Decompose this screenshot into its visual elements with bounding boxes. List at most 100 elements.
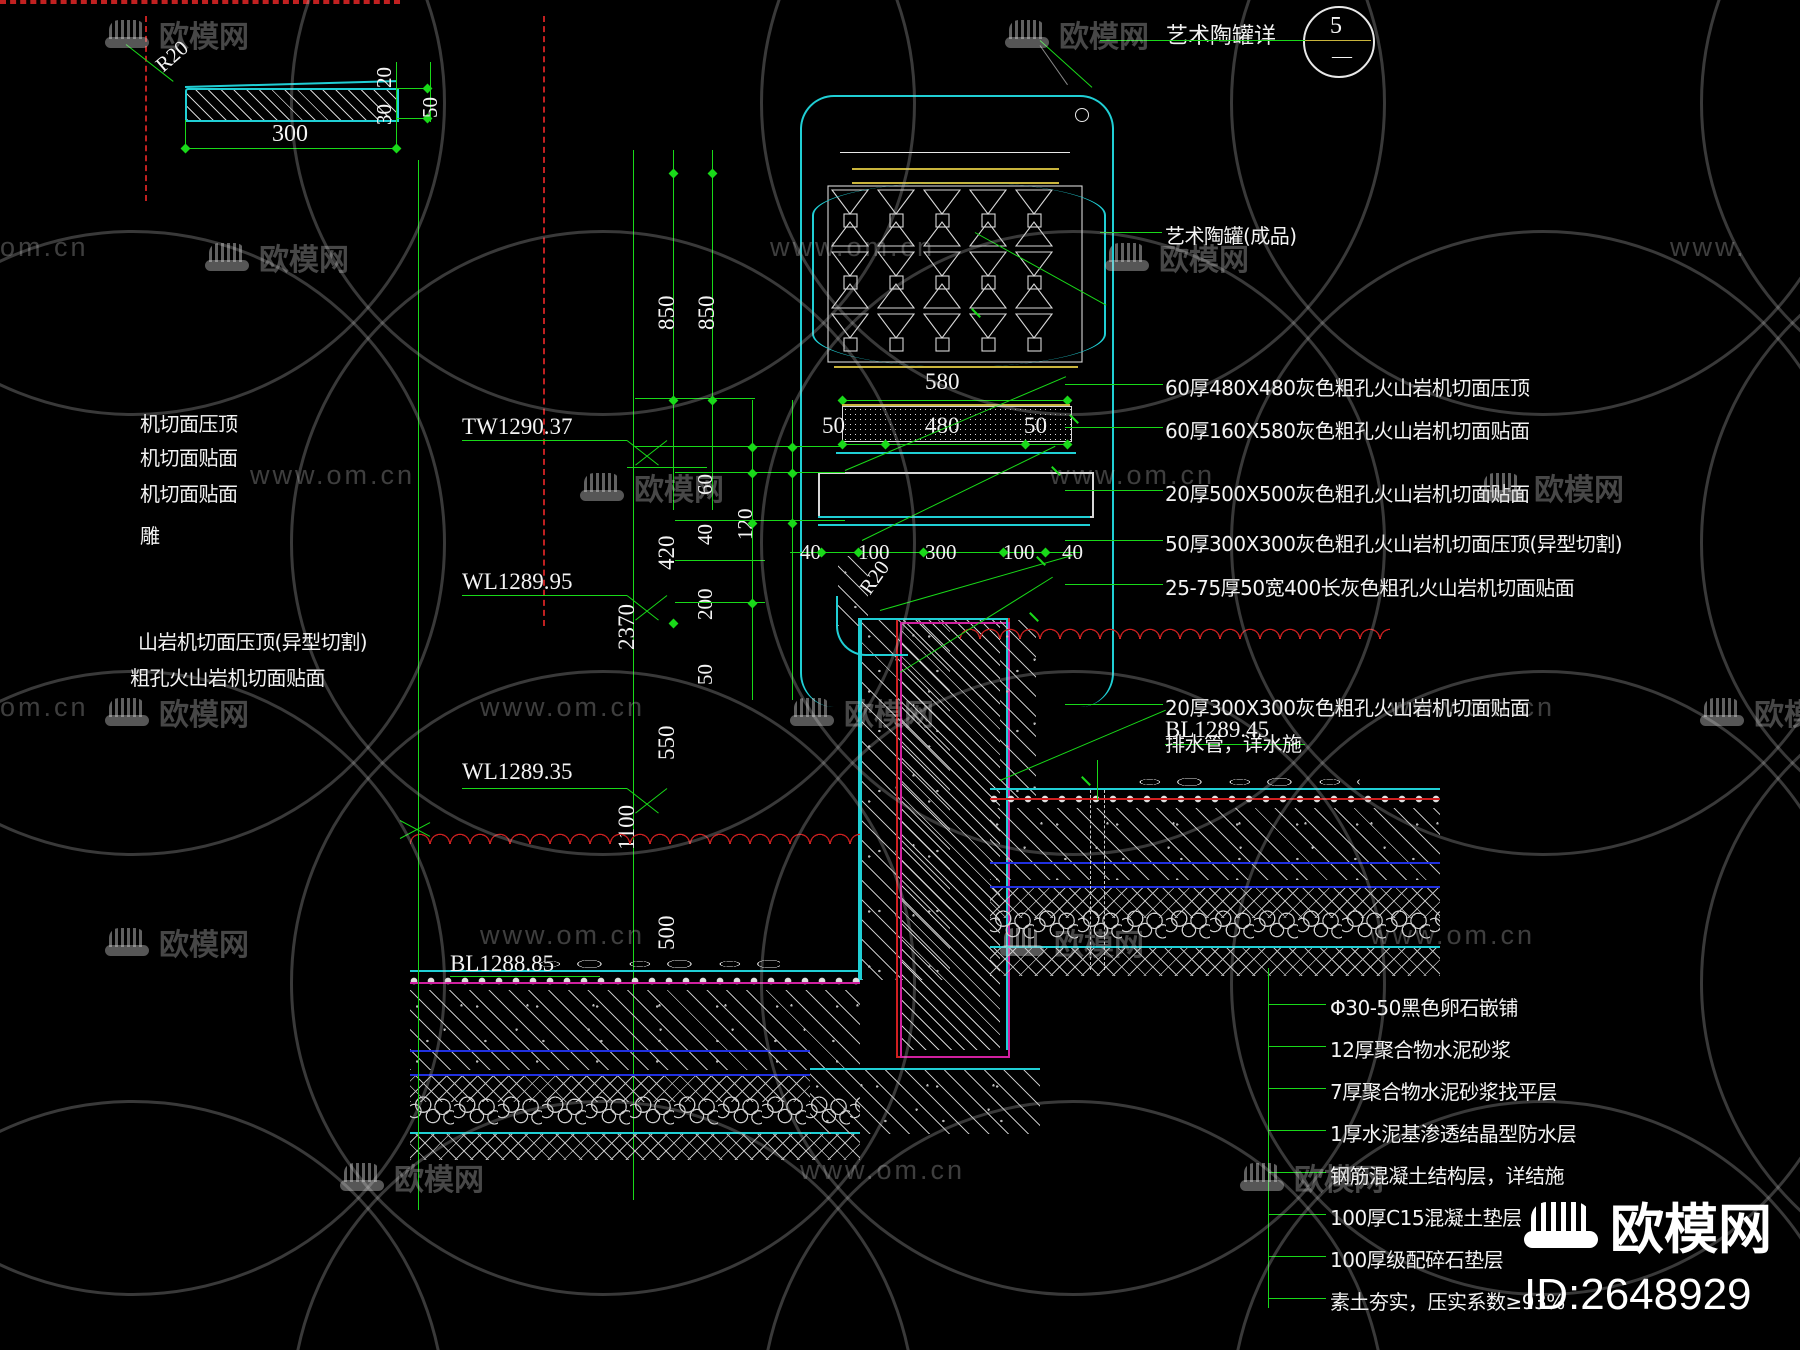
badge-brand: 欧模网 (1610, 1200, 1772, 1260)
paving-top-right (990, 788, 1440, 790)
page-title: 艺术陶罐详 (1166, 24, 1277, 49)
watermark-logo: 欧模网 (1700, 690, 1800, 734)
dim-50-mid: 50 (693, 664, 717, 685)
elev-tw: TW1290.37 (462, 414, 573, 439)
dimline-2370 (633, 150, 634, 1200)
dim-20-label: 20 (372, 67, 396, 88)
wall-upper-stub (838, 556, 868, 626)
badge-logo: 欧模网 (1524, 1185, 1772, 1264)
pot-rim-top (852, 168, 1059, 170)
dim-200: 200 (693, 588, 717, 621)
title-leader (1100, 40, 1305, 41)
dim-h-40-l: 40 (800, 540, 821, 564)
drain-pipe-center (1097, 760, 1098, 800)
cobble-row-right (1130, 762, 1360, 792)
right-note-1: 60厚160X580灰色粗孔火山岩机切面贴面 (1165, 419, 1530, 443)
dim-480-line (842, 444, 1070, 445)
dim-h-300: 300 (925, 540, 957, 564)
watermark-brand: 欧模网 (1059, 21, 1149, 54)
detail-bubble (1303, 6, 1375, 78)
pot-callout-leader (1100, 232, 1162, 233)
detail-sub: — (1332, 45, 1352, 67)
detail-number: 5 (1330, 13, 1342, 39)
bottom-note-6: 100厚级配碎石垫层 (1330, 1248, 1504, 1272)
dimline-chain-b (792, 400, 793, 700)
right-note-5: 20厚300X300灰色粗孔火山岩机切面贴面 (1165, 696, 1530, 720)
top-left-coping-detail: R20 300 20 30 50 (0, 0, 1800, 626)
watermark-logo: 欧模网 (340, 1155, 484, 1199)
watermark-url: om.cn (0, 692, 89, 722)
dim-50-label: 50 (418, 97, 442, 118)
left-note-0: 机切面压顶 (140, 412, 238, 436)
dimline-850a (673, 150, 674, 510)
pot-edge-right-50: 50 (1024, 413, 1047, 438)
water-line-right (960, 625, 1390, 639)
watermark-brand: 欧模网 (1754, 699, 1800, 732)
boundary-right (543, 16, 545, 626)
left-note-4: 山岩机切面压顶(异型切割) (138, 630, 368, 654)
detail-bubble-divider (1303, 40, 1371, 41)
sofa-icon (105, 698, 149, 726)
pot-edge-left-50: 50 (822, 413, 845, 438)
bottom-note-7: 素土夯实，压实系数≥93% (1330, 1290, 1565, 1314)
dim-2370: 2370 (614, 604, 639, 650)
pot-lip (840, 152, 1070, 153)
watermark-url: www.om.cn (480, 692, 646, 722)
pot-base-band-top (834, 366, 1078, 368)
pot-callout: 艺术陶罐(成品) (1165, 224, 1297, 248)
badge-id: ID:2648929 (1524, 1270, 1752, 1319)
dim-300-label: 300 (272, 121, 308, 147)
capstone-band (842, 406, 1072, 442)
coping-profile-body (185, 88, 399, 122)
watermark-url: om.cn (0, 232, 89, 262)
dim-850-b: 850 (694, 295, 719, 331)
drain-pipe-left-edge (1090, 790, 1091, 970)
dim-40: 40 (693, 524, 717, 545)
wall-shoulder (1000, 620, 1036, 800)
elev-bl-right: BL1289.45 (1165, 717, 1270, 742)
left-note-1: 机切面贴面 (140, 446, 238, 470)
watermark-brand: 欧模网 (159, 699, 249, 732)
dim-tick-b (396, 118, 430, 119)
watermark-logo: 欧模网 (205, 235, 349, 279)
bottom-note-3: 1厚水泥基渗透结晶型防水层 (1330, 1122, 1577, 1146)
dim-550: 550 (654, 725, 679, 761)
dim-580-line (842, 400, 1070, 401)
boundary-top (0, 0, 400, 2)
wall-facing-left (858, 620, 860, 982)
title-leader-slant (1039, 40, 1093, 88)
cobble-row-left (530, 944, 780, 974)
concrete-slab-left (410, 990, 860, 1070)
concrete-slab-right (990, 808, 1440, 880)
elev-wl-lower: WL1289.35 (462, 759, 573, 784)
subgrade-right (990, 948, 1440, 976)
wall-fillet (836, 596, 908, 656)
dim-tick-a (396, 88, 430, 89)
right-note-0: 60厚480X480灰色粗孔火山岩机切面压顶 (1165, 376, 1530, 400)
gravel-left (410, 1090, 860, 1134)
dimline-chain-a (752, 400, 753, 700)
site-id-badge: 欧模网 ID:2648929 (1524, 1185, 1772, 1320)
dim-300-ext-r (396, 120, 397, 152)
leader-tail (1039, 45, 1068, 86)
watermark-brand: 欧模网 (159, 929, 249, 962)
pot-enclosure (800, 95, 1114, 707)
blue-layer-right-1 (990, 862, 1440, 864)
right-note-4: 25-75厚50宽400长灰色粗孔火山岩机切面贴面 (1165, 576, 1575, 600)
dim-ext-a (396, 62, 397, 122)
dim-420: 420 (654, 535, 679, 571)
blue-layer-left-2 (410, 1074, 810, 1076)
dim-850-a: 850 (654, 295, 679, 331)
watermark-logo: 欧模网 (1005, 12, 1149, 56)
left-reference-line (418, 160, 419, 1210)
dim-30-label: 30 (372, 104, 396, 125)
water-line-left (410, 830, 860, 844)
watermark-brand: 欧模网 (394, 1164, 484, 1197)
sofa-icon (205, 243, 249, 271)
slab-step (810, 1070, 1040, 1134)
coping-top-slope (184, 80, 397, 88)
dim-60: 60 (693, 474, 717, 495)
paving-top-left (410, 970, 860, 972)
elev-bl-left: BL1288.85 (450, 951, 555, 976)
wall-hatch (900, 620, 1000, 1050)
